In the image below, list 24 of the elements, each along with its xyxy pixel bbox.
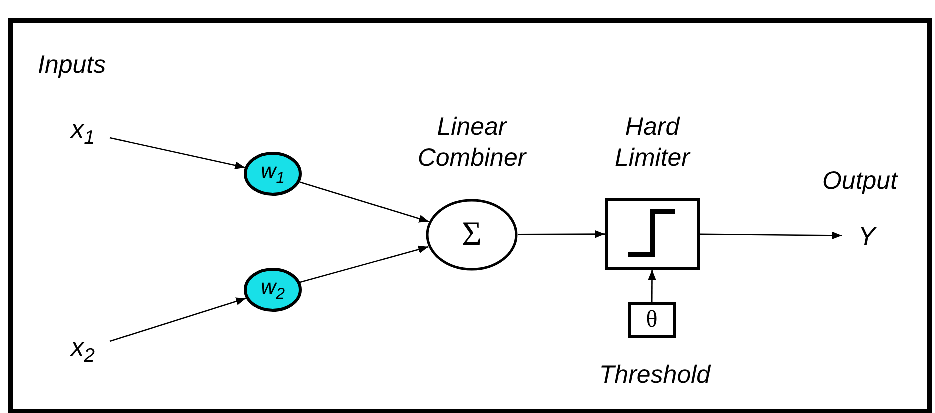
theta-symbol: θ	[646, 308, 658, 332]
input-label: x$_{2}$	[60, 330, 106, 370]
hard-limiter-block	[605, 198, 700, 270]
block-caption: Linear Combiner	[416, 112, 528, 174]
block-caption: Hard Limiter	[614, 112, 692, 174]
weight-node	[244, 152, 302, 196]
arrow	[110, 298, 246, 342]
arrow	[700, 232, 842, 240]
section-label: Inputs	[38, 50, 106, 81]
weight-label: w$_{1}$	[261, 161, 285, 187]
block-caption: Output	[821, 166, 900, 197]
arrow	[518, 230, 605, 238]
threshold-box	[628, 302, 676, 338]
arrow	[110, 137, 246, 170]
summation-node	[426, 199, 518, 271]
block-caption: Threshold	[598, 360, 712, 391]
output-label: Y	[850, 218, 884, 254]
weight-node	[244, 268, 302, 312]
arrow	[648, 270, 656, 302]
sigma-symbol: Σ	[462, 218, 482, 252]
weight-label: w$_{2}$	[261, 277, 285, 303]
arrow	[300, 182, 430, 223]
input-label: x$_{1}$	[60, 112, 106, 152]
arrow	[300, 246, 429, 284]
